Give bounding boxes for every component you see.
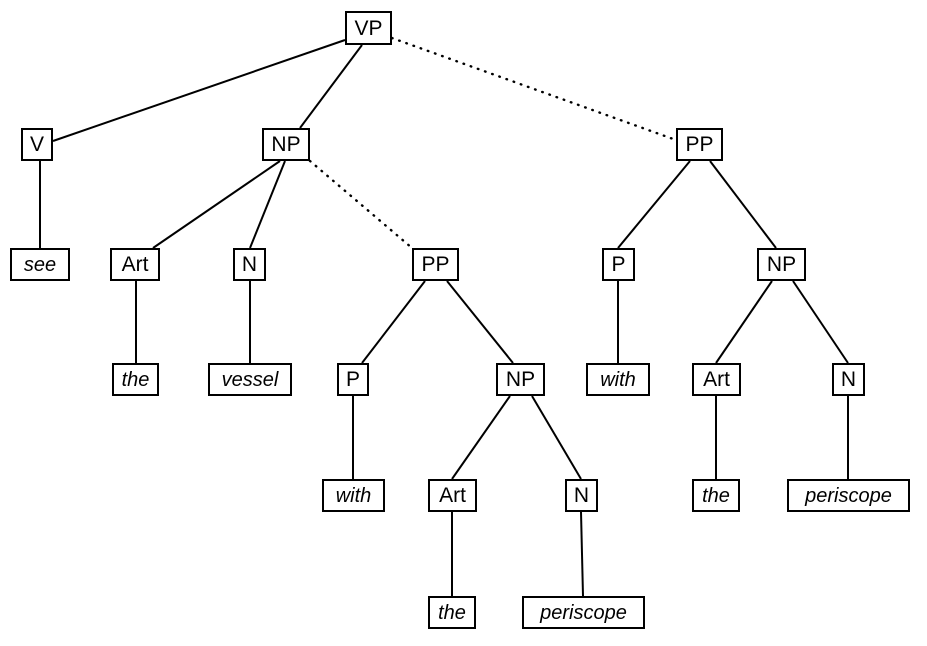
tree-node-n_mid: N [565,479,598,512]
tree-leaf-the_mid: the [428,596,476,629]
tree-edge-np1-to-art1 [152,160,281,249]
tree-edge-n_mid-to-periscope_m [580,511,584,597]
tree-edge-np_mid-to-art_mid [451,395,511,480]
tree-node-np_right: NP [757,248,806,281]
tree-node-p_right: P [602,248,635,281]
tree-edge-np_mid-to-n_mid [531,395,582,480]
tree-node-v: V [21,128,53,161]
tree-node-pp_mid: PP [412,248,459,281]
tree-node-n_right: N [832,363,865,396]
tree-node-n1: N [233,248,266,281]
tree-leaf-with_right: with [586,363,650,396]
tree-node-pp_right: PP [676,128,723,161]
tree-node-art_right: Art [692,363,741,396]
tree-edge-np_right-to-art_right [715,280,773,364]
tree-leaf-with_mid: with [322,479,385,512]
tree-edge-np1-to-pp_mid [308,159,414,250]
tree-leaf-see: see [10,248,70,281]
tree-edge-np_right-to-n_right [792,280,849,364]
tree-edge-vp-to-pp_right [390,36,678,142]
tree-node-np1: NP [262,128,310,161]
tree-edge-pp_mid-to-np_mid [446,280,514,364]
tree-edge-np1-to-n1 [249,160,286,249]
tree-node-art1: Art [110,248,160,281]
tree-edge-pp_mid-to-p_mid [361,280,426,364]
tree-leaf-the1: the [112,363,159,396]
tree-node-np_mid: NP [496,363,545,396]
tree-node-art_mid: Art [428,479,477,512]
tree-edge-vp-to-np1 [299,44,363,129]
tree-node-vp: VP [345,11,392,45]
tree-leaf-the_right: the [692,479,740,512]
tree-edge-pp_right-to-np_right [709,160,777,249]
tree-edge-pp_right-to-p_right [617,160,691,249]
tree-leaf-vessel: vessel [208,363,292,396]
tree-node-p_mid: P [337,363,369,396]
tree-edge-vp-to-v [52,39,346,142]
tree-leaf-periscope_m: periscope [522,596,645,629]
tree-leaf-periscope_r: periscope [787,479,910,512]
